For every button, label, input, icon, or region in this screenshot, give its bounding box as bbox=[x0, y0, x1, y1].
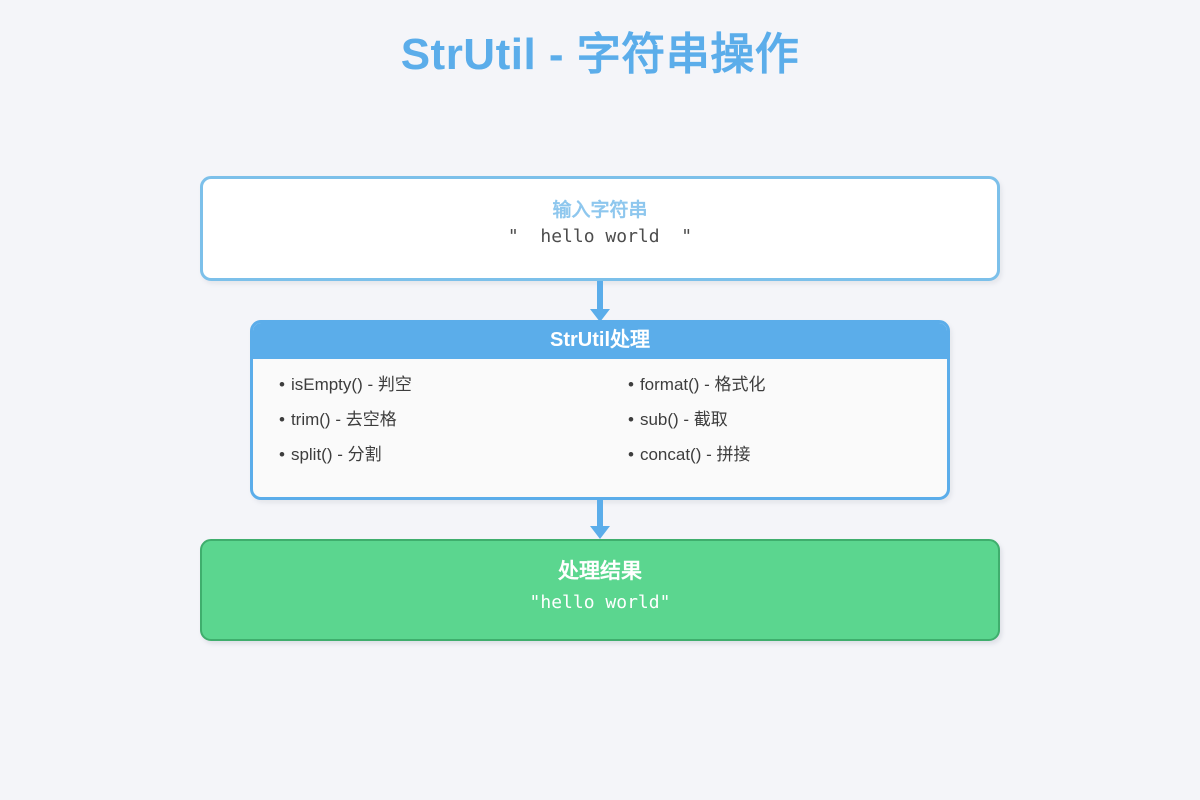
method-label: concat() - 拼接 bbox=[639, 445, 751, 464]
list-item: • concat() - 拼接 bbox=[628, 437, 921, 472]
bullet-icon: • bbox=[628, 410, 634, 429]
strutil-process-box: StrUtil处理 • isEmpty() - 判空 • trim() - 去空格 … bbox=[250, 320, 950, 500]
bullet-icon: • bbox=[279, 375, 285, 394]
input-string-value: " hello world " bbox=[507, 226, 693, 247]
arrow-down-icon-process-to-result bbox=[590, 498, 610, 539]
bullet-icon: • bbox=[279, 445, 285, 464]
method-label: format() - 格式化 bbox=[639, 375, 766, 394]
result-value: "hello world" bbox=[529, 592, 671, 613]
input-string-box: 输入字符串 " hello world " bbox=[200, 176, 1000, 281]
process-header-label: StrUtil处理 bbox=[253, 323, 947, 359]
method-label: isEmpty() - 判空 bbox=[290, 375, 412, 394]
list-item: • isEmpty() - 判空 bbox=[279, 367, 600, 402]
list-item: • sub() - 截取 bbox=[628, 402, 921, 437]
bullet-icon: • bbox=[628, 375, 634, 394]
method-label: split() - 分割 bbox=[290, 445, 382, 464]
method-column-right: • format() - 格式化 • sub() - 截取 • concat() - … bbox=[600, 367, 921, 472]
arrow-shaft bbox=[597, 281, 603, 309]
arrow-down-icon-input-to-process bbox=[590, 281, 610, 322]
method-grid: • isEmpty() - 判空 • trim() - 去空格 • split() -… bbox=[253, 359, 947, 472]
list-item: • split() - 分割 bbox=[279, 437, 600, 472]
method-label: sub() - 截取 bbox=[639, 410, 728, 429]
method-column-left: • isEmpty() - 判空 • trim() - 去空格 • split() -… bbox=[279, 367, 600, 472]
input-string-label: 输入字符串 bbox=[552, 200, 648, 221]
method-label: trim() - 去空格 bbox=[290, 410, 397, 429]
bullet-icon: • bbox=[628, 445, 634, 464]
arrow-head bbox=[590, 309, 610, 322]
list-item: • trim() - 去空格 bbox=[279, 402, 600, 437]
page-title: StrUtil - 字符串操作 bbox=[400, 30, 800, 79]
result-box: 处理结果 "hello world" bbox=[200, 539, 1000, 641]
result-label: 处理结果 bbox=[558, 560, 642, 583]
arrow-shaft bbox=[597, 498, 603, 526]
list-item: • format() - 格式化 bbox=[628, 367, 921, 402]
arrow-head bbox=[590, 526, 610, 539]
bullet-icon: • bbox=[279, 410, 285, 429]
